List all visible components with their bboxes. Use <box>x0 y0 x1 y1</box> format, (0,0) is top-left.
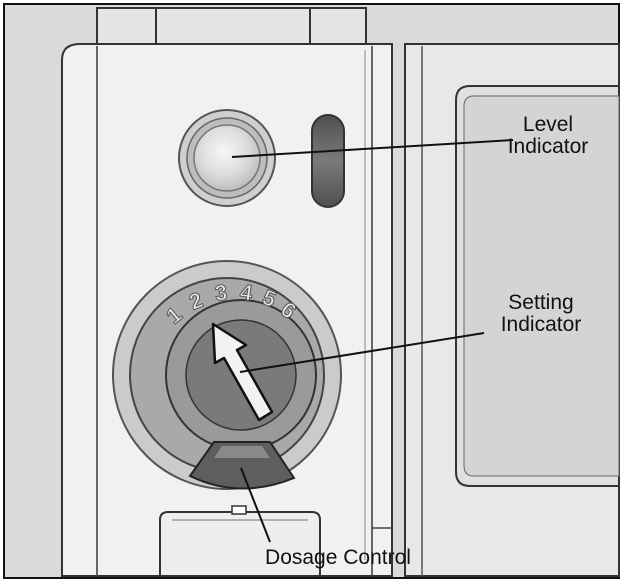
dosage-control-label-text: Dosage Control <box>265 546 411 569</box>
level-indicator-label-line2: Indicator <box>507 135 589 158</box>
latch-notch <box>231 505 247 515</box>
dial-number: 3 <box>214 280 229 306</box>
dosage-control-wedge <box>188 441 296 490</box>
bottom-latch <box>159 511 321 577</box>
dosage-control-label: Dosage Control <box>238 547 438 569</box>
setting-indicator-label: Setting Indicator <box>482 292 600 336</box>
leader-dosage-control <box>240 467 271 543</box>
setting-indicator-label-line1: Setting <box>508 291 574 314</box>
leader-level-indicator <box>231 139 514 158</box>
dosage-control-highlight <box>214 446 270 458</box>
right-door-window-inner <box>463 95 620 477</box>
leader-setting-indicator <box>239 332 485 373</box>
dial-number: 4 <box>238 279 254 306</box>
level-indicator-knob <box>193 124 261 192</box>
sight-window <box>311 114 345 208</box>
setting-indicator-label-line2: Indicator <box>500 313 582 336</box>
level-indicator-label-line1: Level <box>522 113 574 136</box>
level-indicator-label: Level Indicator <box>492 114 604 158</box>
